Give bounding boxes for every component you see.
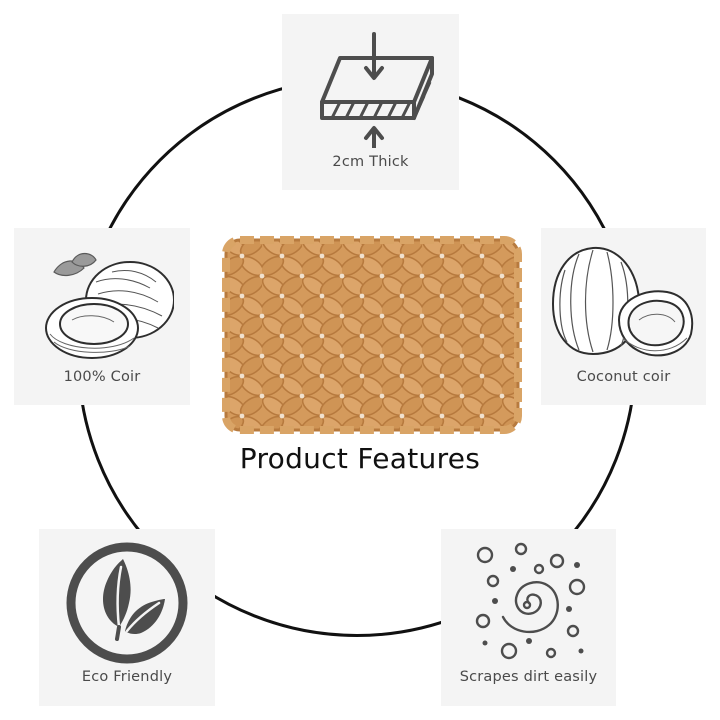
coir-mat-image — [222, 236, 522, 434]
feature-card-eco: Eco Friendly — [39, 529, 215, 706]
feature-label-coconut: Coconut coir — [576, 369, 671, 385]
dirt-swirl-icon — [475, 542, 586, 660]
feature-card-coir: 100% Coir — [14, 228, 190, 405]
feature-label-eco: Eco Friendly — [81, 669, 173, 685]
feature-card-coconut: Coconut coir — [541, 228, 706, 405]
feature-label-coir: 100% Coir — [63, 369, 141, 385]
feature-card-thick: 2cm Thick — [282, 14, 459, 190]
leaf-circle-icon — [66, 542, 188, 664]
thickness-arrows-icon — [320, 32, 434, 148]
page-title: Product Features — [239, 442, 481, 475]
feature-card-dirt: Scrapes dirt easily — [441, 529, 616, 706]
coconut-sketch-icon — [45, 252, 174, 359]
feature-label-dirt: Scrapes dirt easily — [459, 669, 598, 685]
feature-label-thick: 2cm Thick — [332, 154, 409, 170]
coconut-halves-icon — [551, 246, 694, 357]
